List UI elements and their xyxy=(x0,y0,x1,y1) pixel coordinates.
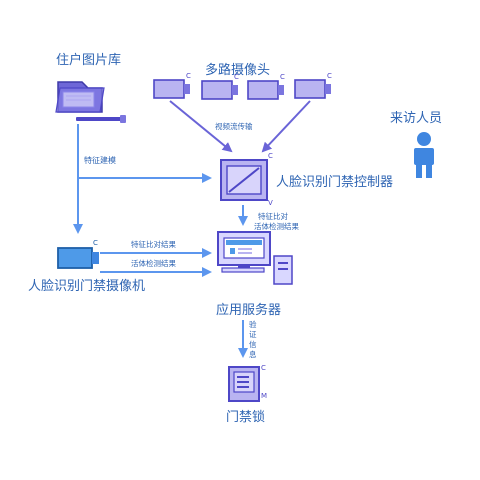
camera-marker: C xyxy=(327,72,332,80)
video-arrow xyxy=(261,100,311,153)
visitor-label: 来访人员 xyxy=(390,111,442,126)
camera-marker: C xyxy=(234,73,239,81)
camera-marker: C xyxy=(186,72,191,80)
feature-compare-result-label: 特征比对结果 xyxy=(131,239,176,249)
verify-label: 验 证 信 息 xyxy=(249,319,259,359)
multi-camera-label: 多路摄像头 xyxy=(205,62,270,78)
lock-icon: C M xyxy=(228,364,267,402)
app-server-label: 应用服务器 xyxy=(216,302,281,318)
video-arrow xyxy=(169,100,233,153)
photo-library-label: 住户图片库 xyxy=(56,52,121,68)
camera-icon: C xyxy=(153,72,191,99)
controller-marker-v: V xyxy=(268,199,273,207)
feature-compare-top-label: 特征比对 xyxy=(258,211,288,221)
verify-char-2: 证 xyxy=(249,330,257,339)
camera-icon: C xyxy=(294,72,332,99)
face-camera-marker: C xyxy=(93,239,98,247)
person-icon xyxy=(414,132,434,178)
video-stream-label: 视频流传输 xyxy=(215,121,253,131)
door-lock-label: 门禁锁 xyxy=(226,409,265,425)
camera-icon: C xyxy=(247,73,285,100)
face-camera-label: 人脸识别门禁摄像机 xyxy=(28,279,145,294)
liveness-top-label: 活体检测结果 xyxy=(254,221,299,231)
verify-char-1: 验 xyxy=(249,319,257,329)
liveness-result-label: 活体检测结果 xyxy=(131,258,176,268)
controller-label: 人脸识别门禁控制器 xyxy=(276,175,393,190)
server-icon xyxy=(217,231,293,285)
controller-icon: C V xyxy=(220,152,273,207)
verify-char-4: 息 xyxy=(249,349,257,359)
lock-marker-m: M xyxy=(261,392,267,400)
feature-modeling-label: 特征建模 xyxy=(84,155,116,165)
verify-char-3: 信 xyxy=(249,339,257,349)
camera-icon: C xyxy=(201,73,239,100)
lock-marker-c: C xyxy=(261,364,266,372)
camera-marker: C xyxy=(280,73,285,81)
camera-icon: C xyxy=(57,239,99,269)
controller-marker-c: C xyxy=(268,152,273,160)
folder-icon xyxy=(55,81,126,123)
